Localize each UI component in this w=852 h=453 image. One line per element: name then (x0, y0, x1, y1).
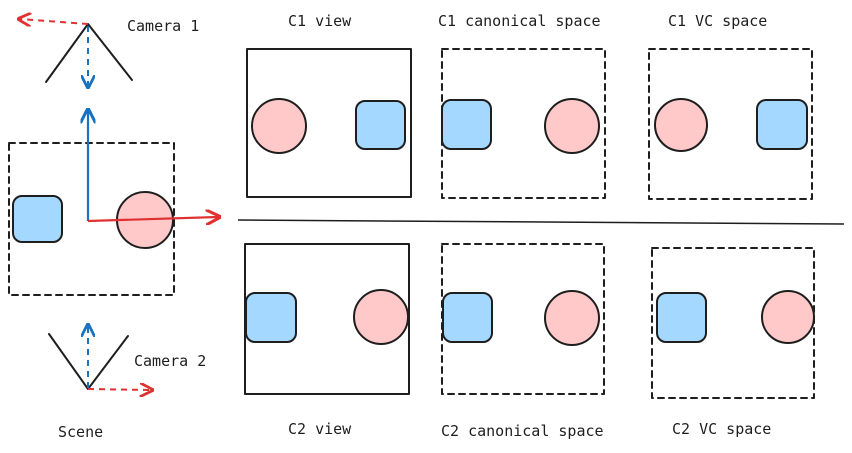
c1-view-panel: C1 view (246, 12, 412, 198)
c1-canonical-square (441, 99, 492, 150)
c1-vc-frame (648, 48, 813, 200)
camera-1-label: Camera 1 (127, 17, 199, 35)
camera-1-x-axis-arrow (20, 19, 89, 24)
c1-view-frame (246, 48, 412, 198)
c2-canonical-panel: C2 canonical space (441, 243, 605, 440)
scene-square (12, 195, 63, 243)
c2-vc-panel: C2 VC space (651, 247, 815, 438)
c2-canonical-square (442, 292, 493, 343)
camera-2-label: Camera 2 (134, 352, 206, 370)
camera-1: Camera 1 (20, 17, 199, 86)
c1-vc-square (756, 99, 808, 150)
c2-vc-circle (761, 290, 815, 344)
c1-canonical-panel: C1 canonical space (438, 12, 606, 199)
c2-vc-square (656, 292, 707, 343)
scene (8, 111, 218, 296)
c2-canonical-label: C2 canonical space (441, 422, 604, 440)
c2-canonical-circle (544, 290, 600, 346)
divider-line (237, 219, 845, 225)
c1-view-circle (251, 98, 307, 154)
c1-canonical-circle (544, 98, 600, 154)
c1-vc-circle (654, 98, 708, 152)
c1-view-label: C1 view (288, 12, 352, 30)
c2-view-label: C2 view (288, 420, 352, 438)
c1-canonical-label: C1 canonical space (438, 12, 601, 30)
c2-view-panel: C2 view (244, 243, 410, 438)
c2-view-square (245, 292, 297, 343)
c1-vc-panel: C1 VC space (648, 12, 813, 200)
c1-vc-label: C1 VC space (668, 12, 767, 30)
scene-label: Scene (58, 423, 103, 441)
c2-vc-label: C2 VC space (672, 420, 771, 438)
camera-2-x-axis-arrow (87, 389, 151, 390)
scene-x-axis-arrow (87, 217, 218, 221)
c2-view-circle (353, 289, 409, 345)
camera-2: Camera 2 Scene (48, 326, 206, 441)
c1-view-square (355, 100, 406, 150)
